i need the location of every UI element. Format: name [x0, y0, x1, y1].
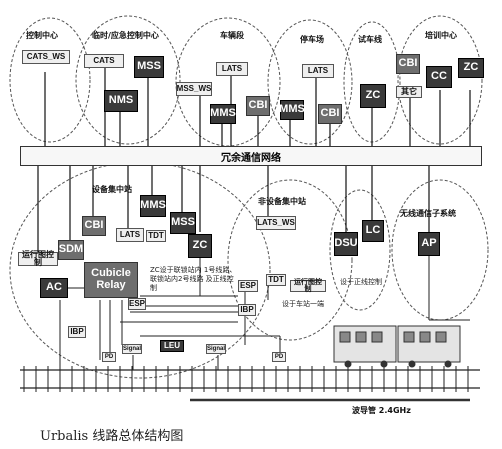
zone-label-test-track: 试车线	[358, 35, 382, 44]
mss-server-top: MSS	[134, 56, 164, 78]
zc-training: ZC	[458, 58, 484, 78]
train	[333, 325, 461, 368]
redundant-network-bus: 冗余通信网络	[20, 146, 482, 166]
cubicle-relay: Cubicle Relay	[84, 262, 138, 298]
zone-radio-outline	[391, 179, 489, 321]
lats-ws-workstation: LATS_WS	[256, 216, 296, 230]
zc-deployment-note: ZC设于联锁站内 1号线路、联锁站内2号线路 及正线控制	[150, 266, 237, 293]
cats-workstation: CATS	[84, 54, 124, 68]
mms-depot: MMS	[210, 104, 236, 124]
cc-training: CC	[426, 66, 452, 88]
esp-equipment: ESP	[128, 298, 146, 310]
tdt-non-equipment: TDT	[266, 274, 286, 286]
dsu-unit: DSU	[334, 232, 358, 256]
zone-temp-control-outline	[75, 15, 181, 145]
lc-unit: LC	[362, 220, 384, 242]
zc-test-track: ZC	[360, 84, 386, 108]
zone-control-center-outline	[9, 17, 91, 143]
cbi-depot: CBI	[246, 96, 270, 116]
mms-stabling: MMS	[279, 100, 305, 120]
other-training: 其它	[396, 86, 422, 98]
lats-equipment: LATS	[116, 228, 144, 242]
track	[20, 366, 480, 392]
pd-right: PD	[272, 352, 286, 362]
cats-ws-workstation: CATS_WS	[22, 50, 70, 64]
signal-right: Signal	[206, 344, 226, 354]
zone-label-non-equipment: 非设备集中站	[258, 197, 306, 206]
signal-left: Signal	[122, 344, 142, 354]
cbi-training: CBI	[396, 54, 420, 74]
ibp-non-equipment: IBP	[238, 304, 256, 316]
leu-unit: LEU	[160, 340, 184, 352]
zone-non-equipment-outline	[227, 179, 353, 341]
zone-label-depot: 车辆段	[220, 31, 244, 40]
zone-label-training: 培训中心	[425, 31, 457, 40]
zone-label-stabling: 停车场	[300, 35, 324, 44]
ibp-equipment: IBP	[68, 326, 86, 338]
ap-unit: AP	[418, 232, 440, 256]
operation-display-left: 运行图控制	[18, 250, 58, 267]
zc-equipment: ZC	[188, 234, 212, 258]
cbi-equipment: CBI	[82, 216, 106, 236]
mss-ws-workstation: MSS_WS	[176, 82, 212, 96]
cbi-stabling: CBI	[318, 104, 342, 124]
pd-left: PD	[102, 352, 116, 362]
zone-label-equipment-station: 设备集中站	[92, 185, 132, 194]
lats-stabling: LATS	[302, 64, 334, 78]
zone-dsu-outline	[329, 189, 391, 311]
figure-caption: Urbalis 线路总体结构图	[40, 429, 184, 444]
mms-equipment: MMS	[140, 195, 166, 217]
esp-non-equipment: ESP	[238, 280, 258, 292]
zone-label-control-center: 控制中心	[26, 31, 58, 40]
equipment-note: 设于车站一端	[282, 300, 324, 308]
mss-equipment: MSS	[170, 212, 196, 234]
tdt-equipment: TDT	[146, 230, 166, 242]
sdm-unit: SDM	[58, 240, 84, 260]
ac-unit: AC	[40, 278, 68, 298]
zone-label-temp-control: 临时/应急控制中心	[92, 31, 159, 40]
zone-stabling-outline	[267, 19, 353, 145]
waveguide-label: 波导管 2.4GHz	[352, 406, 411, 415]
nms-server: NMS	[104, 90, 138, 112]
dsu-note: 设于正线控制	[340, 278, 382, 286]
zone-label-radio: 无线通信子系统	[400, 209, 456, 218]
operation-display-right: 运行图控制	[290, 279, 326, 293]
zone-training-outline	[397, 15, 483, 145]
lats-depot: LATS	[216, 62, 248, 76]
